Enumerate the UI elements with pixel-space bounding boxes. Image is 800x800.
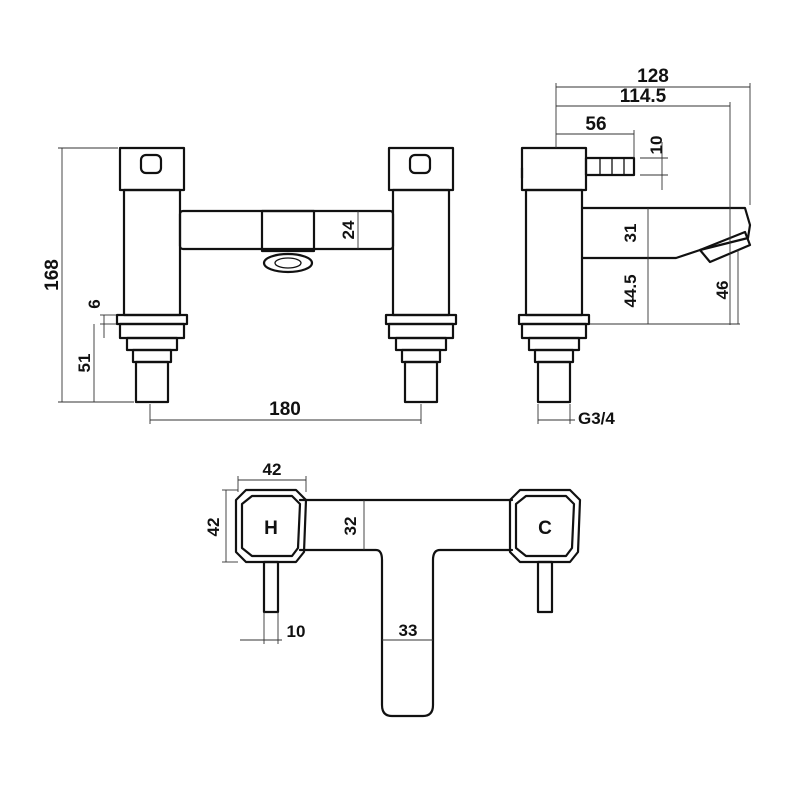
dim-plan-spout-width: 33 [399,621,418,640]
dim-plan-lever-width: 10 [287,622,306,641]
plan-view: H C [234,488,582,718]
dim-tail-height: 51 [75,354,94,373]
dim-spout-bar-height: 24 [339,220,358,239]
side-elevation [517,146,752,404]
dim-plan-handle-width: 42 [263,460,282,479]
dimension-labels: 168 6 51 180 24 128 114.5 56 10 31 44.5 … [42,66,732,641]
right-pillar [384,146,458,404]
front-elevation [115,146,458,404]
dim-overall-projection: 128 [637,66,669,87]
dim-plan-handle-depth: 42 [204,518,223,537]
cold-label: C [538,518,552,539]
spout-bar [178,209,395,274]
cold-handle: C [508,488,582,614]
dimension-lines [58,83,751,644]
dim-lever-diameter: 10 [647,136,666,155]
dim-thread: G3/4 [578,409,615,428]
dim-overall-height: 168 [42,259,63,291]
dim-lever-projection: 56 [585,114,606,135]
dim-base-to-deck: 6 [85,299,104,308]
dim-spout-projection: 114.5 [620,86,667,107]
dim-spout-body-height: 31 [621,224,640,243]
dim-plan-bar-depth: 32 [341,517,360,536]
hot-handle: H [234,488,308,614]
dim-outlet-height: 46 [713,281,732,300]
dim-centres: 180 [269,399,301,420]
dim-spout-underside-height: 44.5 [621,274,640,307]
hot-label: H [264,518,278,539]
left-pillar [115,146,189,404]
